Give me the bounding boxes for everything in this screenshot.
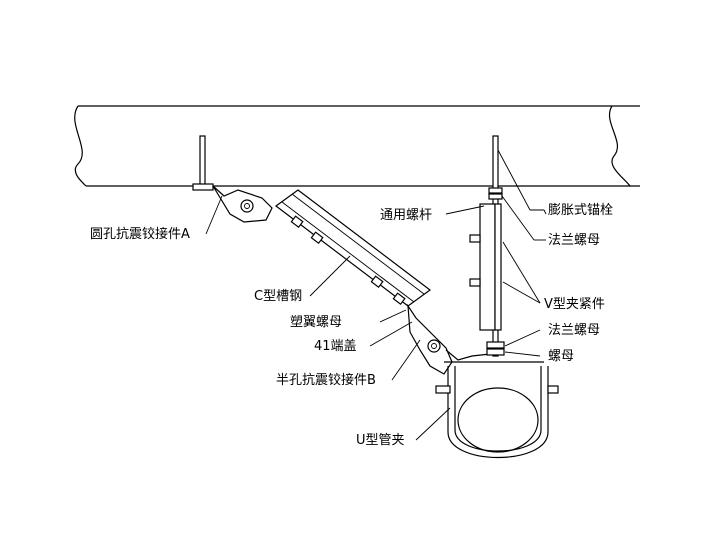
rod-assembly bbox=[469, 135, 505, 357]
label-flange-nut-bottom: 法兰螺母 bbox=[548, 323, 600, 338]
label-hinge-b: 半孔抗震铰接件B bbox=[276, 372, 376, 388]
label-hinge-a: 圆孔抗震铰接件A bbox=[90, 226, 190, 242]
label-c-channel: C型槽钢 bbox=[254, 289, 302, 304]
label-flange-nut-top: 法兰螺母 bbox=[548, 233, 600, 248]
label-nut: 螺母 bbox=[548, 349, 574, 364]
hinge-b-assembly bbox=[407, 303, 491, 375]
label-threaded-rod: 通用螺杆 bbox=[380, 208, 432, 223]
label-wing-nut: 塑翼螺母 bbox=[290, 315, 342, 330]
label-v-clamp: V型夹紧件 bbox=[544, 297, 605, 312]
u-clamp bbox=[435, 361, 559, 458]
c-channel bbox=[274, 189, 432, 307]
hinge-a-assembly bbox=[192, 135, 273, 223]
leader-lines bbox=[205, 149, 547, 441]
label-expansion-bolt: 膨胀式锚栓 bbox=[548, 203, 613, 218]
label-u-clamp: U型管夹 bbox=[356, 433, 405, 448]
ceiling-slab bbox=[74, 105, 640, 187]
label-end-cap: 41端盖 bbox=[314, 339, 357, 354]
